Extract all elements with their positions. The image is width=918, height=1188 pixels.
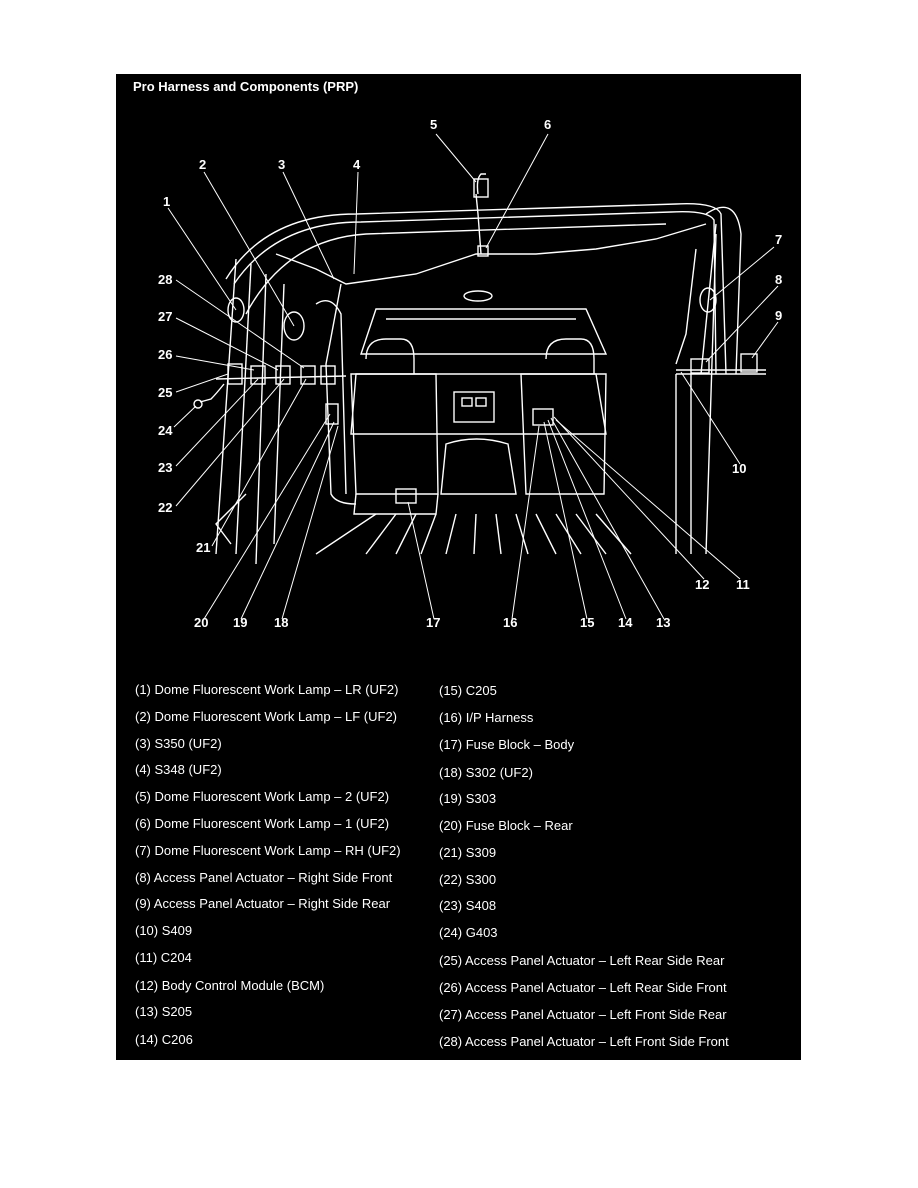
callout-4: 4: [353, 157, 361, 172]
callout-14: 14: [618, 615, 633, 630]
diagram-panel: Pro Harness and Components (PRP): [116, 74, 801, 1060]
legend-item: (13) S205: [135, 1004, 193, 1019]
legend-item: (2) Dome Fluorescent Work Lamp – LF (UF2…: [135, 709, 397, 724]
callout-7: 7: [775, 232, 782, 247]
legend-item: (19) S303: [439, 791, 497, 806]
legend-item: (20) Fuse Block – Rear: [439, 818, 573, 833]
legend-item: (25) Access Panel Actuator – Left Rear S…: [439, 953, 725, 968]
callout-17: 17: [426, 615, 440, 630]
leader-lines: [167, 133, 779, 620]
callout-numbers: 1 2 3 4 5 6 7 8 9 10 11 12 13 14 15 16 1…: [158, 117, 782, 630]
legend-item: (28) Access Panel Actuator – Left Front …: [439, 1034, 729, 1049]
callout-22: 22: [158, 500, 172, 515]
legend-item: (16) I/P Harness: [439, 710, 534, 725]
legend-item: (26) Access Panel Actuator – Left Rear S…: [439, 980, 727, 995]
legend-item: (6) Dome Fluorescent Work Lamp – 1 (UF2): [135, 816, 390, 831]
callout-9: 9: [775, 308, 782, 323]
legend-item: (9) Access Panel Actuator – Right Side R…: [135, 896, 391, 911]
diagram-title: Pro Harness and Components (PRP): [133, 79, 359, 94]
callout-28: 28: [158, 272, 172, 287]
callout-1: 1: [163, 194, 170, 209]
legend-item: (11) C204: [135, 950, 192, 965]
harness-illustration: 1 2 3 4 5 6 7 8 9 10 11 12 13 14 15 16 1…: [158, 117, 782, 630]
callout-16: 16: [503, 615, 517, 630]
van-interior-drawing: [193, 173, 766, 565]
callout-13: 13: [656, 615, 670, 630]
callout-23: 23: [158, 460, 172, 475]
callout-6: 6: [544, 117, 551, 132]
callout-21: 21: [196, 540, 210, 555]
legend-item: (3) S350 (UF2): [135, 736, 222, 751]
callout-15: 15: [580, 615, 594, 630]
callout-25: 25: [158, 385, 172, 400]
callout-12: 12: [695, 577, 709, 592]
legend-item: (21) S309: [439, 845, 497, 860]
legend-item: (4) S348 (UF2): [135, 762, 222, 777]
legend-item: (7) Dome Fluorescent Work Lamp – RH (UF2…: [135, 843, 401, 858]
legend-item: (8) Access Panel Actuator – Right Side F…: [135, 870, 393, 885]
legend-item: (10) S409: [135, 923, 193, 938]
callout-26: 26: [158, 347, 172, 362]
callout-19: 19: [233, 615, 247, 630]
callout-18: 18: [274, 615, 288, 630]
legend-item: (12) Body Control Module (BCM): [135, 978, 325, 993]
legend-item: (15) C205: [439, 683, 497, 698]
callout-3: 3: [278, 157, 285, 172]
legend-item: (5) Dome Fluorescent Work Lamp – 2 (UF2): [135, 789, 390, 804]
callout-8: 8: [775, 272, 782, 287]
callout-5: 5: [430, 117, 437, 132]
callout-10: 10: [732, 461, 746, 476]
legend-item: (18) S302 (UF2): [439, 765, 533, 780]
legend-item: (17) Fuse Block – Body: [439, 737, 575, 752]
legend-item: (14) C206: [135, 1032, 193, 1047]
callout-24: 24: [158, 423, 173, 438]
legend-item: (22) S300: [439, 872, 497, 887]
legend-item: (24) G403: [439, 925, 498, 940]
callout-11: 11: [736, 577, 750, 592]
legend-item: (27) Access Panel Actuator – Left Front …: [439, 1007, 727, 1022]
callout-2: 2: [199, 157, 206, 172]
callout-20: 20: [194, 615, 208, 630]
callout-27: 27: [158, 309, 172, 324]
legend-item: (1) Dome Fluorescent Work Lamp – LR (UF2…: [135, 682, 399, 697]
legend-item: (23) S408: [439, 898, 497, 913]
